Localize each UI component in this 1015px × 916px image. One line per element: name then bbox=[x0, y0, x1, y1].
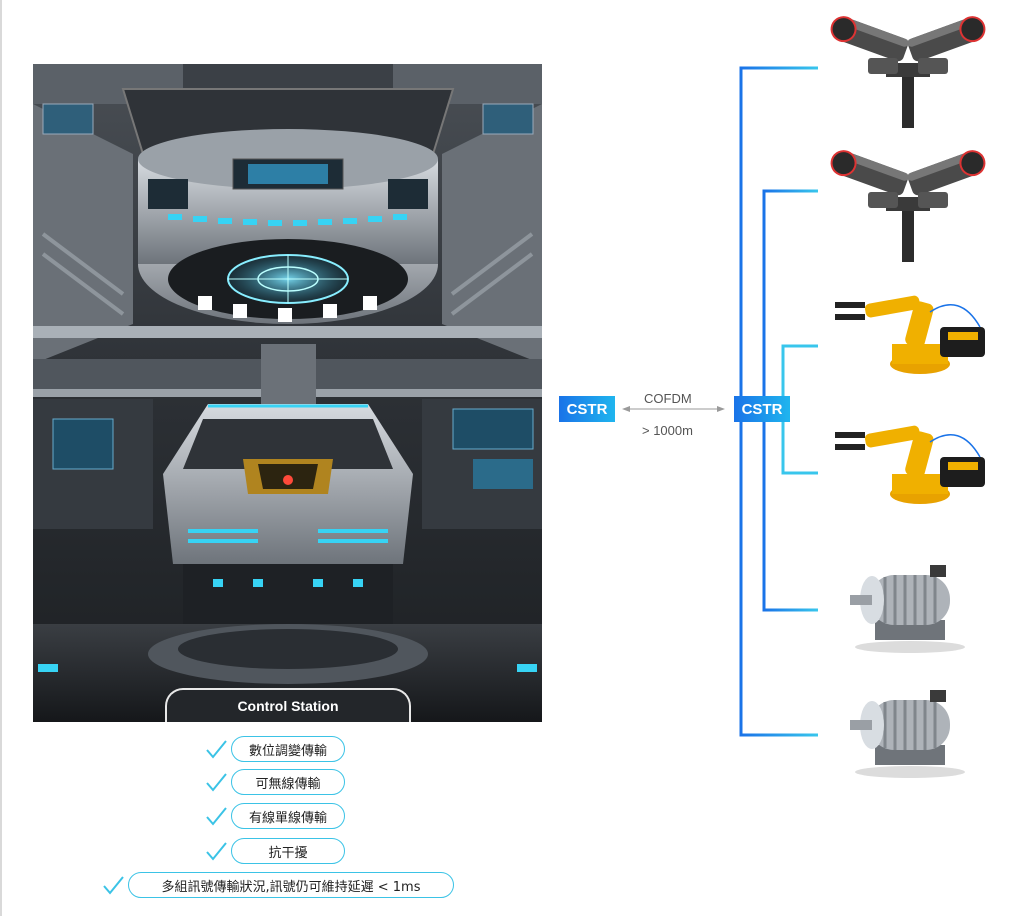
robot-arm-icon bbox=[835, 425, 985, 504]
feature-item: 數位調變傳輸 bbox=[205, 736, 345, 762]
electric-motor-icon bbox=[850, 565, 965, 653]
check-icon bbox=[206, 807, 227, 826]
feature-item: 多組訊號傳輸狀況,訊號仍可維持延遲 < 1ms bbox=[102, 872, 454, 898]
arrow-left-icon bbox=[622, 406, 630, 412]
feature-pill: 多組訊號傳輸狀況,訊號仍可維持延遲 < 1ms bbox=[128, 872, 454, 898]
feature-pill: 抗干擾 bbox=[231, 838, 345, 864]
check-icon bbox=[206, 773, 227, 792]
check-icon bbox=[206, 842, 227, 861]
electric-motor-icon bbox=[850, 690, 965, 778]
protocol-label: COFDM bbox=[644, 391, 692, 406]
control-station-label: Control Station bbox=[165, 688, 411, 722]
feature-item: 抗干擾 bbox=[205, 838, 345, 864]
cctv-camera-icon bbox=[830, 150, 986, 262]
feature-pill: 數位調變傳輸 bbox=[231, 736, 345, 762]
check-icon bbox=[103, 876, 124, 895]
cctv-camera-icon bbox=[830, 16, 986, 128]
cstr-node-left: CSTR bbox=[559, 396, 615, 422]
control-station-image bbox=[33, 64, 542, 722]
feature-pill: 有線單線傳輸 bbox=[231, 803, 345, 829]
arrow-right-icon bbox=[717, 406, 725, 412]
distance-label: > 1000m bbox=[642, 423, 693, 438]
robot-arm-icon bbox=[835, 295, 985, 374]
check-icon bbox=[206, 740, 227, 759]
feature-item: 可無線傳輸 bbox=[205, 769, 345, 795]
cstr-node-right: CSTR bbox=[734, 396, 790, 422]
feature-pill: 可無線傳輸 bbox=[231, 769, 345, 795]
page-edge bbox=[0, 0, 2, 916]
feature-item: 有線單線傳輸 bbox=[205, 803, 345, 829]
control-station-scene bbox=[33, 64, 542, 722]
